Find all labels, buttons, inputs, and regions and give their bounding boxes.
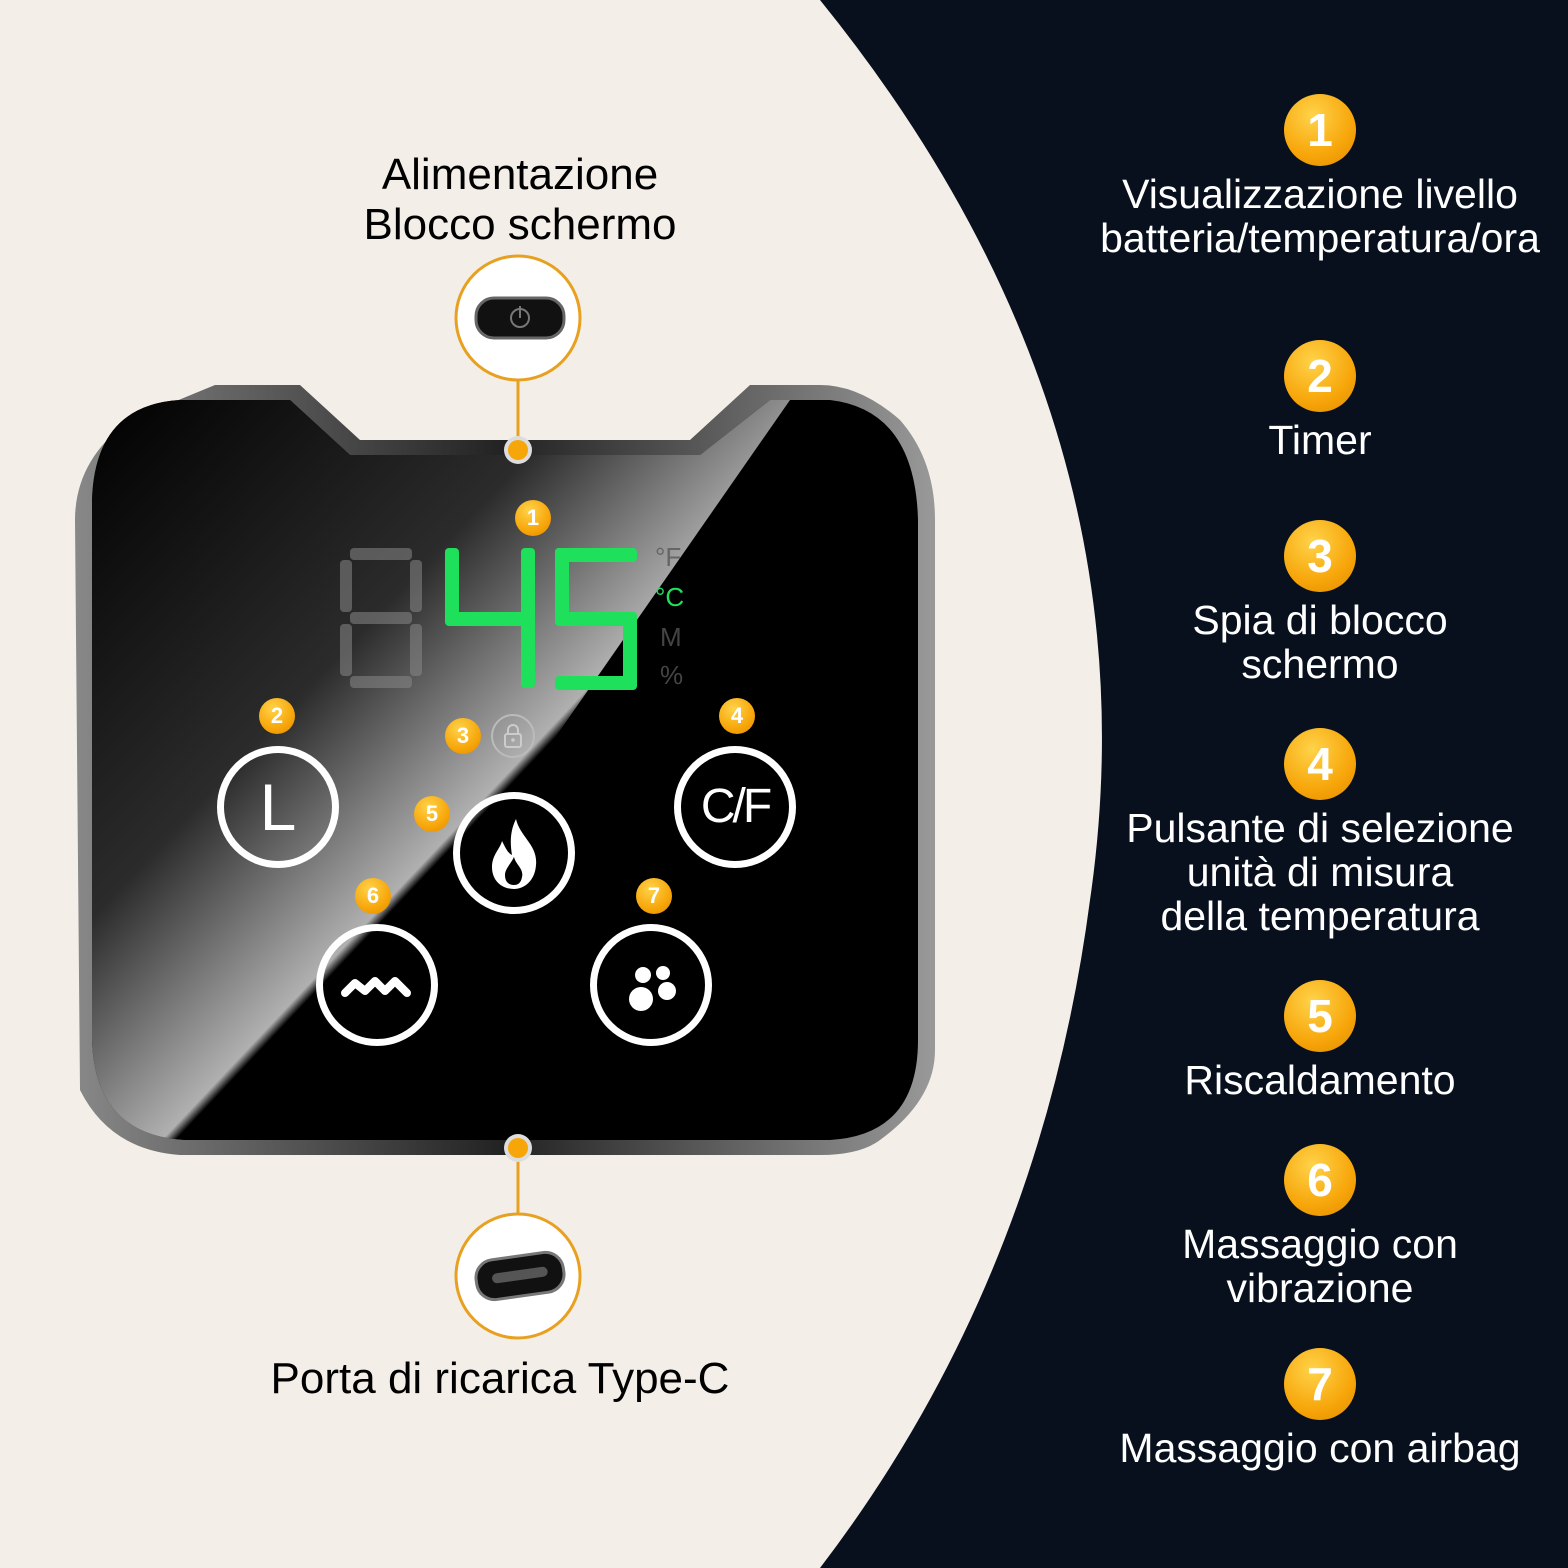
feature-1-line1: Visualizzazione livello [1122, 171, 1518, 217]
power-label-line1: Alimentazione [381, 150, 659, 199]
feature-2-line1: Timer [1268, 417, 1372, 463]
feature-6-number: 6 [1284, 1144, 1356, 1216]
timer-button[interactable]: L [217, 746, 339, 868]
feature-7: 7 Massaggio con airbag [1060, 1348, 1568, 1470]
badge-3: 3 [445, 718, 481, 754]
heating-button[interactable] [453, 792, 575, 914]
unit-celsius: °C [655, 582, 685, 612]
dark-panel [820, 0, 1568, 1568]
feature-7-line1: Massaggio con airbag [1119, 1425, 1521, 1471]
feature-6-line2: vibrazione [1226, 1265, 1414, 1311]
digit-8 [340, 548, 422, 688]
wave-icon [341, 977, 411, 997]
feature-6-line1: Massaggio con [1182, 1221, 1458, 1267]
lock-icon [504, 724, 522, 748]
badge-7: 7 [636, 878, 672, 914]
power-icon[interactable] [476, 298, 564, 338]
unit-select-label: C/F [700, 780, 772, 833]
feature-5-line1: Riscaldamento [1184, 1057, 1456, 1103]
timer-button-label: L [259, 770, 297, 844]
badge-1: 1 [515, 500, 551, 536]
feature-1-number: 1 [1284, 94, 1356, 166]
feature-1: 1 Visualizzazione livello batteria/tempe… [1060, 94, 1568, 260]
feature-3-line1: Spia di blocco [1192, 597, 1448, 643]
digit-4 [445, 548, 535, 688]
display-reading: 45 [445, 548, 637, 690]
airbag-button[interactable] [590, 924, 712, 1046]
unit-fahrenheit: °F [655, 542, 682, 572]
feature-3-number: 3 [1284, 520, 1356, 592]
feature-4-line3: della temperatura [1160, 893, 1480, 939]
feature-3-line2: schermo [1241, 641, 1399, 687]
power-label: Alimentazione Blocco schermo [300, 150, 740, 250]
feature-4: 4 Pulsante di selezione unità di misura … [1060, 728, 1568, 938]
feature-2-number: 2 [1284, 340, 1356, 412]
flame-icon [492, 819, 537, 889]
feature-3: 3 Spia di blocco schermo [1060, 520, 1568, 686]
feature-4-line2: unità di misura [1186, 849, 1454, 895]
badge-4: 4 [719, 698, 755, 734]
feature-1-line2: batteria/temperatura/ora [1100, 215, 1540, 261]
unit-minutes: M [660, 622, 682, 652]
power-label-line2: Blocco schermo [363, 200, 677, 249]
badge-5: 5 [414, 796, 450, 832]
unit-percent: % [660, 660, 684, 690]
bubbles-icon [629, 966, 676, 1011]
vibration-button[interactable] [316, 924, 438, 1046]
feature-6: 6 Massaggio con vibrazione [1060, 1144, 1568, 1310]
charge-port-label: Porta di ricarica Type-C [270, 1354, 730, 1403]
feature-4-number: 4 [1284, 728, 1356, 800]
unit-select-button[interactable]: C/F [674, 746, 796, 868]
badge-6: 6 [355, 878, 391, 914]
feature-5-number: 5 [1284, 980, 1356, 1052]
digit-5 [555, 548, 637, 690]
badge-2: 2 [259, 698, 295, 734]
usb-c-port-icon [476, 1256, 564, 1296]
lock-indicator [491, 714, 535, 758]
feature-4-line1: Pulsante di selezione [1126, 805, 1514, 851]
feature-5: 5 Riscaldamento [1060, 980, 1568, 1102]
glass-reflection [92, 400, 790, 1140]
feature-7-number: 7 [1284, 1348, 1356, 1420]
feature-2: 2 Timer [1060, 340, 1568, 462]
